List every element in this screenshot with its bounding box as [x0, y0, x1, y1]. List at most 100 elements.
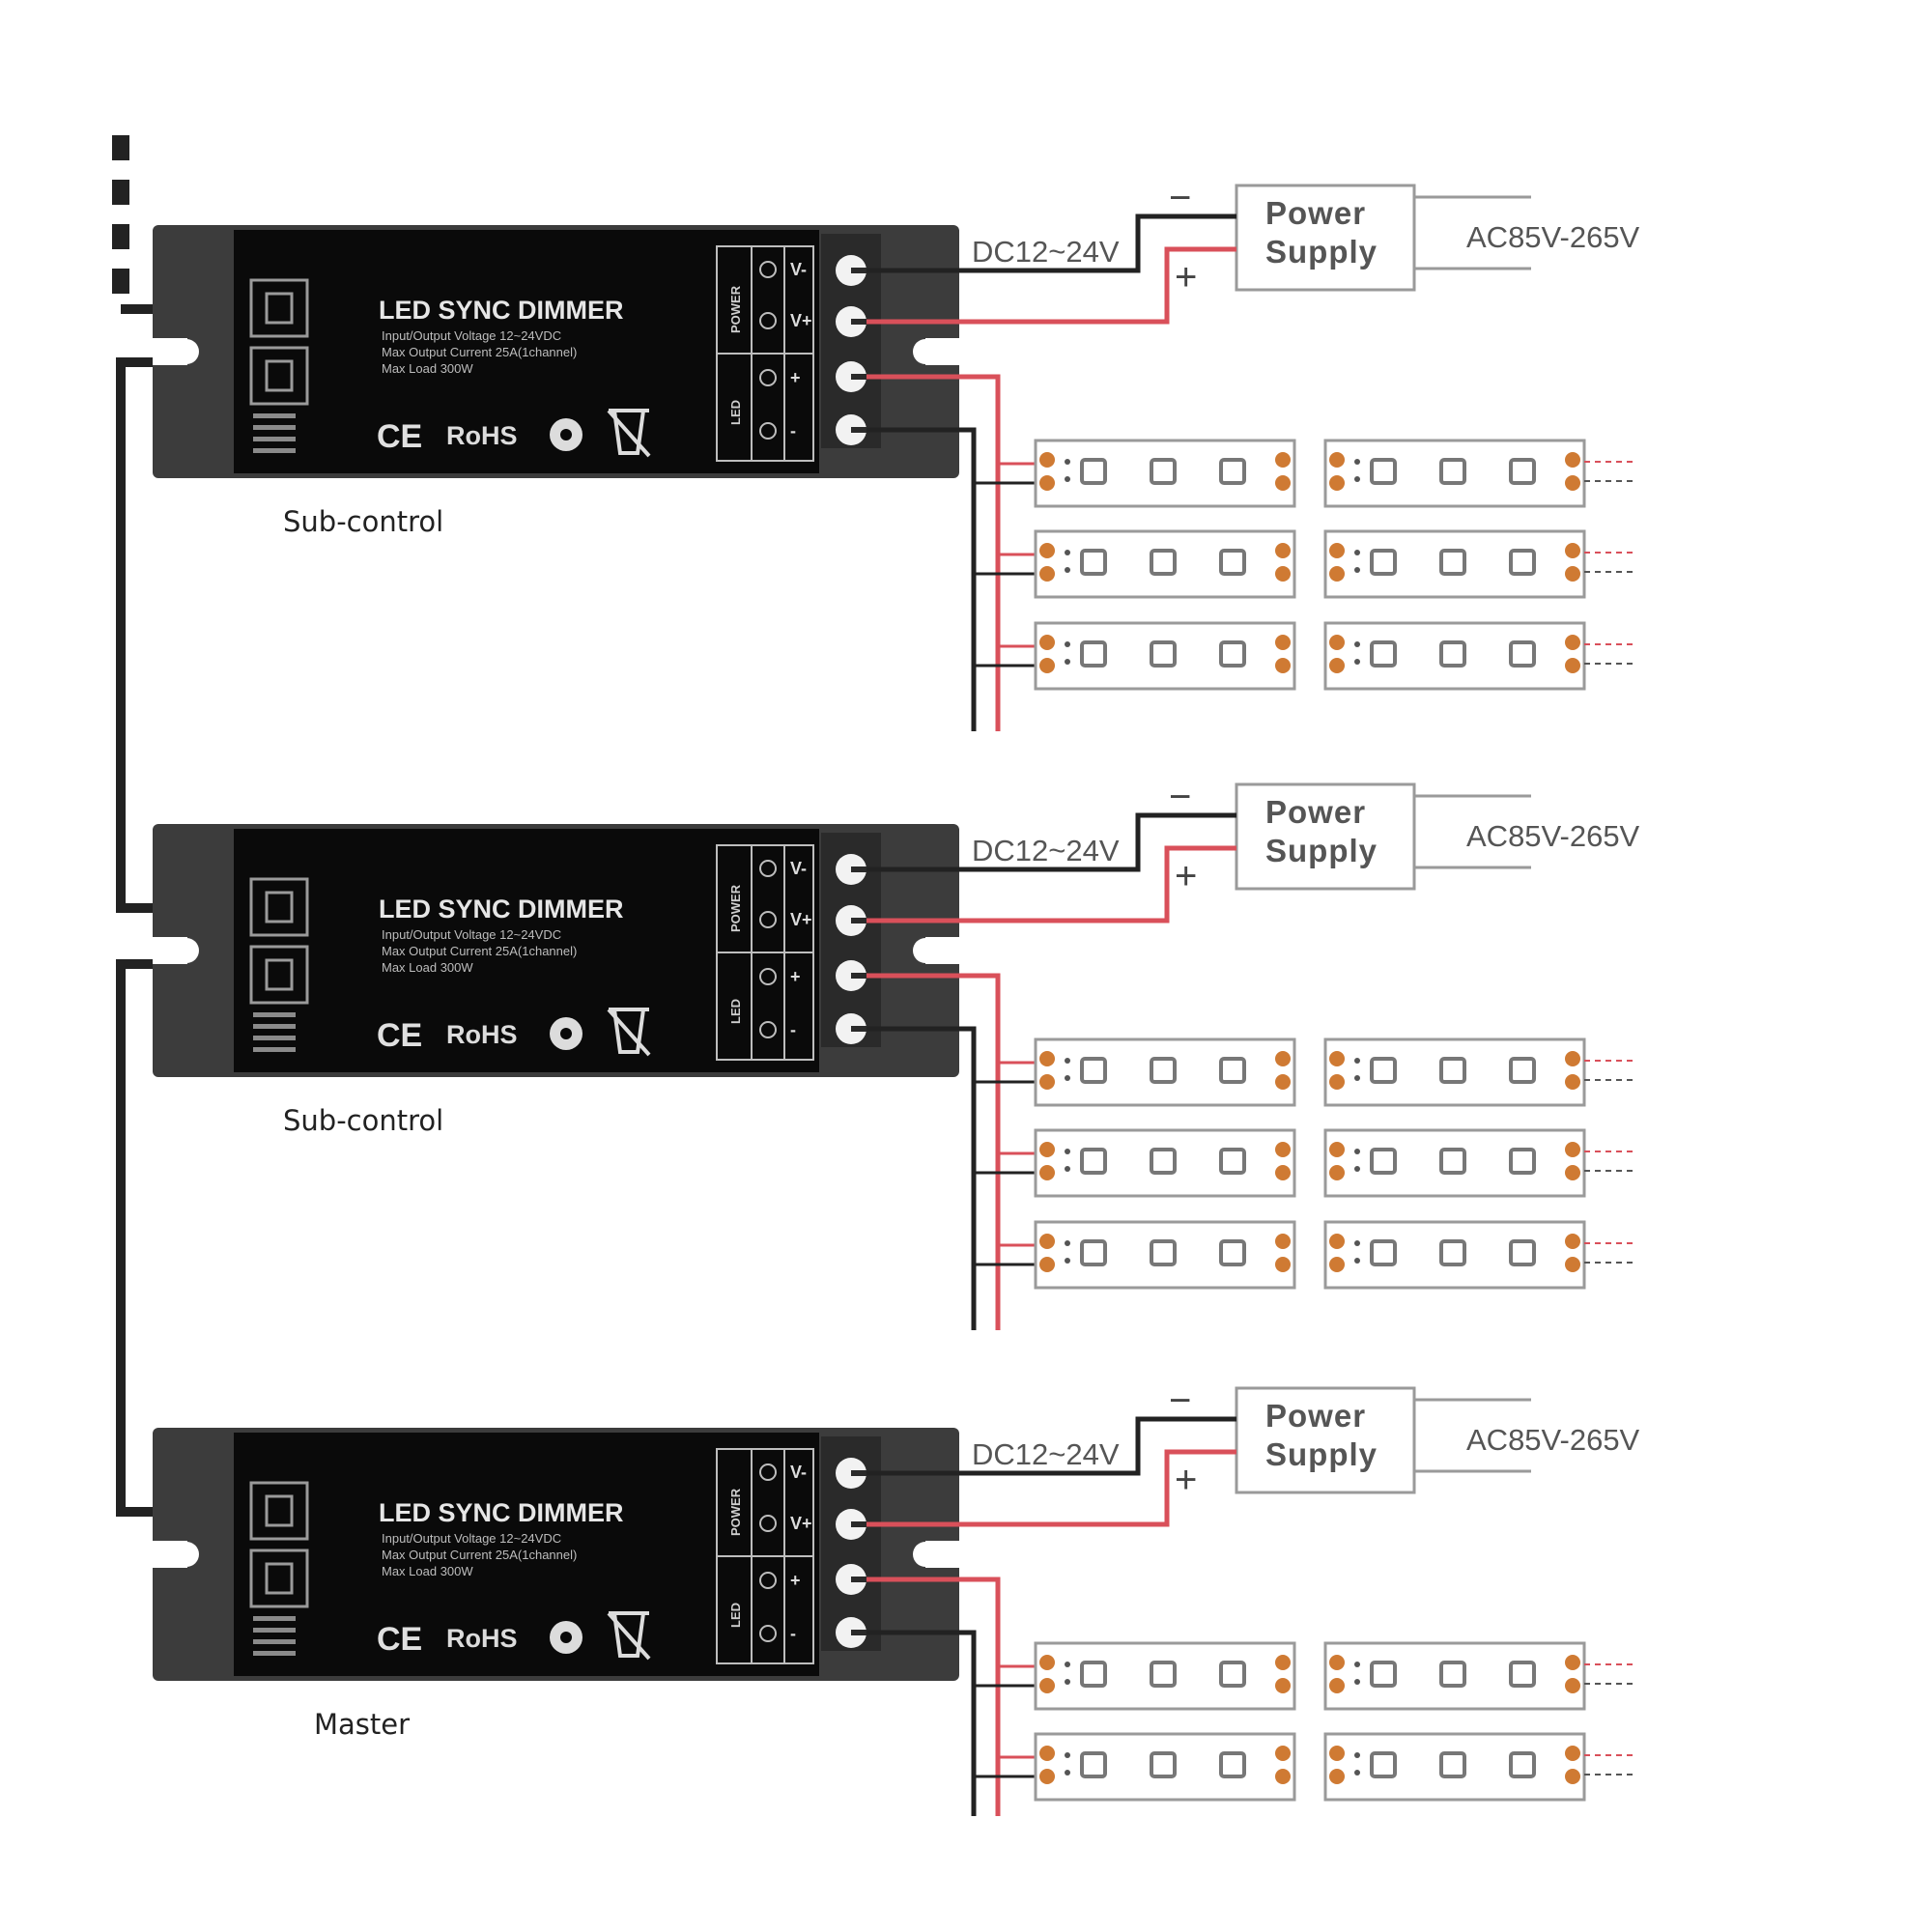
strip-pad: [1039, 658, 1055, 673]
strip-pad: [1329, 452, 1345, 468]
sync-port-icon: [249, 877, 309, 937]
terminal-screw-icon: [759, 1625, 777, 1642]
strip-dot: [1065, 1770, 1070, 1776]
led-strip-segment: [1034, 1128, 1296, 1198]
terminal-screw-icon: [759, 261, 777, 278]
terminal-screw-icon: [759, 422, 777, 440]
rohs-mark: RoHS: [446, 1624, 518, 1653]
led-chip: [1150, 1751, 1177, 1778]
led-chip: [1370, 640, 1397, 668]
power-positive-wire: [867, 246, 1236, 325]
strip-pad: [1565, 1769, 1580, 1784]
weee-bin-icon: [609, 409, 649, 455]
weee-bin-icon: [609, 1008, 649, 1054]
strip-dot: [1354, 1679, 1360, 1685]
led-chip: [1150, 1057, 1177, 1084]
power-negative-wire: [867, 213, 1236, 273]
power-supply-label-2: Supply: [1265, 234, 1378, 270]
led-chip: [1439, 1057, 1466, 1084]
terminal-symbol: +: [790, 967, 801, 986]
recycle-icon-center: [560, 429, 572, 440]
terminal-symbol: V-: [790, 859, 807, 878]
led-chip: [1439, 458, 1466, 485]
port-label-bar: [253, 437, 296, 441]
port-label-bar: [253, 425, 296, 430]
mounting-slot-right: [925, 937, 960, 964]
led-chip: [1080, 549, 1107, 576]
strip-pad: [1329, 475, 1345, 491]
weee-cross-icon: [607, 409, 651, 458]
terminal-screw-icon: [759, 1572, 777, 1589]
strip-pad: [1275, 475, 1291, 491]
port-label-bar: [253, 1628, 296, 1633]
strip-pad: [1039, 1769, 1055, 1784]
led-positive-bus: [867, 374, 1001, 731]
positive-polarity-sign: +: [1175, 855, 1197, 897]
terminal-symbol: +: [790, 368, 801, 387]
led-positive-bus: [867, 973, 1001, 1330]
strip-pad: [1329, 1142, 1345, 1157]
terminal-slot: [851, 1521, 868, 1527]
strip-dot: [1065, 476, 1070, 482]
strip-dot: [1354, 659, 1360, 665]
sync-port-icon: [249, 945, 309, 1005]
ac-input-label: AC85V-265V: [1466, 819, 1640, 853]
led-chip: [1370, 1239, 1397, 1266]
strip-pad: [1275, 1257, 1291, 1272]
strip-pad: [1565, 1746, 1580, 1761]
strip-pad: [1039, 1142, 1055, 1157]
controller-body: [234, 230, 819, 473]
ac-input-label: AC85V-265V: [1466, 1423, 1640, 1457]
terminal-symbol: V+: [790, 311, 812, 330]
strip-pad: [1275, 635, 1291, 650]
negative-polarity-sign: −: [1169, 776, 1191, 818]
strip-pad: [1039, 1746, 1055, 1761]
led-chip: [1370, 549, 1397, 576]
terminal-group-power-label: POWER: [728, 285, 743, 333]
strip-dot: [1065, 1752, 1070, 1758]
strip-dot: [1065, 1258, 1070, 1264]
strip-dot: [1354, 567, 1360, 573]
strip-dot: [1065, 1075, 1070, 1081]
led-chip: [1150, 549, 1177, 576]
strip-dot: [1065, 550, 1070, 555]
strip-pad: [1329, 1234, 1345, 1249]
strip-pad: [1275, 1746, 1291, 1761]
sync-port-jack: [265, 359, 294, 392]
strip-pad: [1039, 452, 1055, 468]
strip-dot: [1354, 476, 1360, 482]
strip-pad: [1329, 1165, 1345, 1180]
strip-dot: [1065, 1240, 1070, 1246]
led-chip: [1509, 1057, 1536, 1084]
strip-dot: [1065, 1679, 1070, 1685]
device-spec-line: Max Load 300W: [382, 960, 473, 975]
led-chip: [1439, 1239, 1466, 1266]
power-positive-wire: [867, 845, 1236, 923]
strip-dot: [1354, 550, 1360, 555]
strip-pad: [1039, 1051, 1055, 1066]
strip-dot: [1065, 1149, 1070, 1154]
led-negative-bus: [867, 427, 977, 731]
led-chip: [1439, 549, 1466, 576]
device-spec-line: Max Load 300W: [382, 1564, 473, 1578]
strip-dot: [1065, 1662, 1070, 1667]
strip-dot: [1354, 1258, 1360, 1264]
port-label-bar: [253, 1047, 296, 1052]
strip-pad: [1039, 635, 1055, 650]
strip-pad: [1039, 1678, 1055, 1693]
led-chip: [1080, 1057, 1107, 1084]
controller-role-label: Master: [314, 1708, 410, 1741]
port-label-bar: [253, 1616, 296, 1621]
strip-pad: [1329, 658, 1345, 673]
power-supply-label-1: Power: [1265, 195, 1366, 231]
strip-pad: [1565, 1051, 1580, 1066]
strip-pad: [1565, 543, 1580, 558]
terminal-symbol: -: [790, 1020, 796, 1039]
sync-port-icon: [249, 1481, 309, 1541]
strip-pad: [1565, 1655, 1580, 1670]
led-chip: [1219, 640, 1246, 668]
strip-pad: [1329, 1074, 1345, 1090]
power-supply-label-2: Supply: [1265, 833, 1378, 868]
led-chip: [1150, 1661, 1177, 1688]
